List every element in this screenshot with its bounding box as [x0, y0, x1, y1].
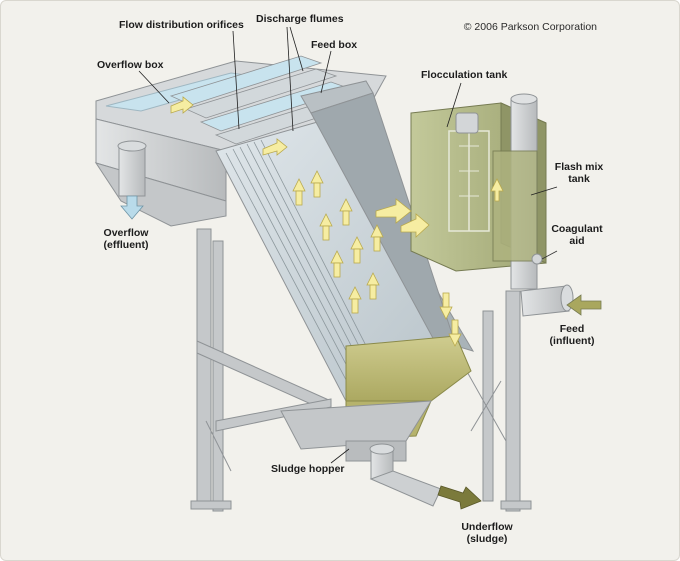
label-feed-line2: (influent)	[549, 335, 595, 347]
flow-arrows	[170, 96, 504, 347]
label-underflow-line2: (sludge)	[466, 533, 508, 545]
label-flash-mix-line2: tank	[568, 173, 590, 185]
label-overflow-line1: Overflow	[103, 227, 149, 239]
sludge-hopper-body	[280, 400, 432, 462]
label-underflow-line1: Underflow	[461, 521, 513, 533]
flash-mix-tank	[492, 93, 538, 290]
support-frame	[190, 228, 532, 512]
label-flash-mix-tank: Flash mix tank	[549, 161, 609, 185]
label-flow-distribution-orifices: Flow distribution orifices	[119, 19, 244, 31]
coagulant-aid-fitting	[531, 250, 558, 265]
label-underflow-sludge: Underflow (sludge)	[457, 521, 517, 545]
label-feed-influent: Feed (influent)	[547, 323, 597, 347]
label-sludge-hopper: Sludge hopper	[271, 463, 345, 475]
feed-arrow	[566, 294, 602, 316]
label-coagulant-line2: aid	[569, 235, 585, 247]
overflow-arrow	[120, 195, 144, 220]
underflow-arrow	[437, 485, 482, 510]
leader-lines	[138, 26, 558, 464]
feed-pipe	[520, 284, 574, 317]
label-feed-line1: Feed	[559, 323, 585, 335]
label-flocculation-tank: Flocculation tank	[421, 69, 508, 81]
label-coagulant-line1: Coagulant	[551, 223, 603, 235]
label-overflow-line2: (effluent)	[103, 239, 149, 251]
label-flash-mix-line1: Flash mix	[554, 161, 604, 173]
label-overflow-box: Overflow box	[97, 59, 164, 71]
overflow-pipe	[117, 140, 147, 197]
label-coagulant-aid: Coagulant aid	[545, 223, 609, 247]
label-overflow-effluent: Overflow (effluent)	[96, 227, 156, 251]
underflow-pipe	[369, 443, 442, 507]
copyright-notice: © 2006 Parkson Corporation	[463, 21, 597, 33]
label-discharge-flumes: Discharge flumes	[256, 13, 344, 25]
label-feed-box: Feed box	[311, 39, 358, 51]
